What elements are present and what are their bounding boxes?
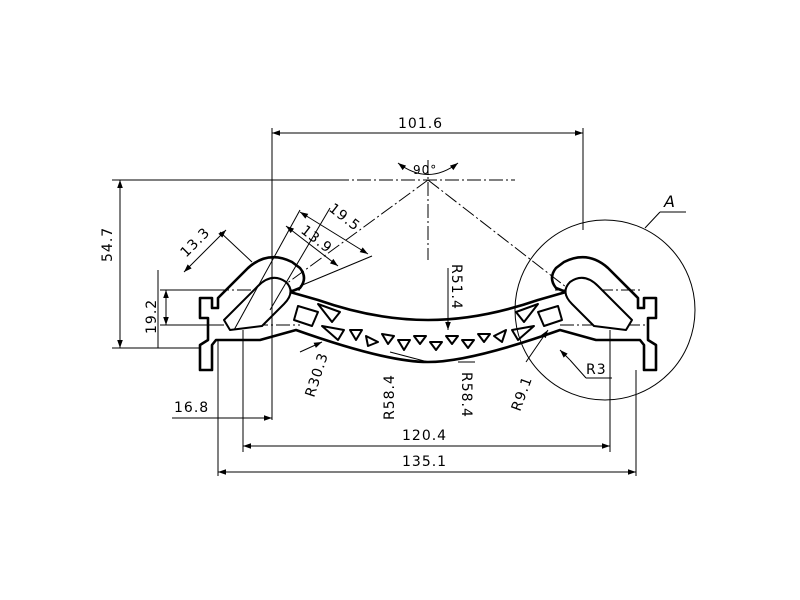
right-chamber [564, 276, 633, 331]
detail-label: A [663, 192, 676, 211]
dim-radius-51-4: R51.4 [448, 264, 464, 310]
dim-radius-9-1: R9.1 [509, 374, 536, 413]
lattice-triangles [349, 329, 507, 351]
left-rib-1 [293, 305, 319, 327]
left-rib-3 [321, 325, 345, 341]
left-rib-2 [317, 303, 341, 323]
dim-top-width: 101.6 [398, 116, 443, 132]
dim-slot-13-3: 13.3 [178, 225, 214, 261]
dim-radius-58-4-right: R58.4 [458, 372, 474, 418]
dim-offset-16-8: 16.8 [174, 400, 209, 416]
profile-outline [198, 255, 658, 372]
extrusion-profile [198, 255, 658, 372]
left-chamber [223, 276, 292, 331]
right-rib-3 [511, 325, 535, 341]
dim-width-135-1: 135.1 [402, 454, 447, 470]
right-rib-1 [537, 305, 563, 327]
dim-side-19-2: 19.2 [144, 299, 160, 334]
dim-height: 54.7 [100, 227, 116, 262]
right-rib-2 [515, 303, 539, 323]
dim-radius-58-4-left: R58.4 [382, 374, 398, 420]
dim-radius-30-3: R30.3 [303, 351, 332, 400]
dim-angle: 90° [413, 163, 437, 177]
dim-slot-19-5: 19.5 [326, 201, 364, 235]
dimension-lines [112, 128, 696, 476]
dim-width-120-4: 120.4 [402, 428, 447, 444]
dim-radius-3: R3 [586, 362, 607, 378]
